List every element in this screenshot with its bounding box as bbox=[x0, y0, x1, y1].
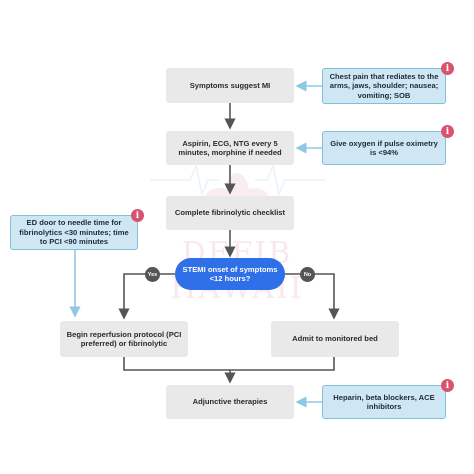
heparin-note: Heparin, beta blockers, ACE inhibitors bbox=[322, 385, 446, 419]
info-icon: i bbox=[131, 209, 144, 222]
aspirin-box: Aspirin, ECG, NTG every 5 minutes, morph… bbox=[166, 131, 294, 165]
no-badge: No bbox=[300, 267, 315, 282]
checklist-box: Complete fibrinolytic checklist bbox=[166, 196, 294, 230]
symptoms-box: Symptoms suggest MI bbox=[166, 68, 294, 103]
info-icon: i bbox=[441, 125, 454, 138]
info-icon: i bbox=[441, 62, 454, 75]
adjunctive-box: Adjunctive therapies bbox=[166, 385, 294, 419]
reperfusion-box: Begin reperfusion protocol (PCI preferre… bbox=[60, 321, 188, 357]
yes-badge: Yes bbox=[145, 267, 160, 282]
admit-box: Admit to monitored bed bbox=[271, 321, 399, 357]
door-to-needle-note: ED door to needle time for fibrinolytics… bbox=[10, 215, 138, 250]
chest-pain-note: Chest pain that rediates to the arms, ja… bbox=[322, 68, 446, 104]
oxygen-note: Give oxygen if pulse oximetry is <94% bbox=[322, 131, 446, 165]
stemi-decision: STEMI onset of symptoms <12 hours? bbox=[175, 258, 285, 290]
info-icon: i bbox=[441, 379, 454, 392]
